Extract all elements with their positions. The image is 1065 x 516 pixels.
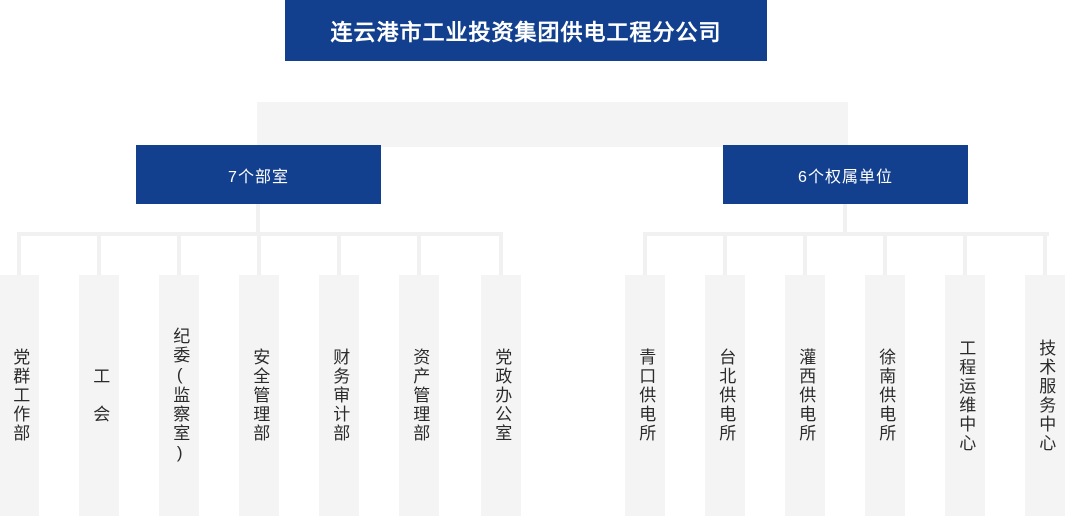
connector-drop-sub-6 <box>1043 232 1047 277</box>
connector-drop-sub-5 <box>963 232 967 277</box>
connector-drop-dept-2 <box>97 232 101 277</box>
leaf-label: 技术服务中心 <box>1036 338 1056 453</box>
connector-drop-dept-5 <box>337 232 341 277</box>
connector-drop-dept-7 <box>499 232 503 277</box>
leaf-node-subsidiary-1[interactable]: 青口供电所 <box>625 275 665 516</box>
connector-drop-sub-2 <box>723 232 727 277</box>
leaf-label: 徐南供电所 <box>876 348 896 443</box>
root-connector-stem <box>523 61 527 103</box>
leaf-node-subsidiary-5[interactable]: 工程运维中心 <box>945 275 985 516</box>
leaf-node-department-1[interactable]: 党群工作部 <box>0 275 39 516</box>
connector-bar-subsidiaries <box>643 232 1049 236</box>
leaf-node-department-7[interactable]: 党政办公室 <box>481 275 521 516</box>
group-node-departments-label: 7个部室 <box>228 168 289 186</box>
leaf-node-department-2[interactable]: 工 会 <box>79 275 119 516</box>
leaf-label: 台北供电所 <box>716 348 736 443</box>
root-node[interactable]: 连云港市工业投资集团供电工程分公司 <box>285 0 767 61</box>
connector-stem-subsidiaries <box>843 204 847 234</box>
root-node-label: 连云港市工业投资集团供电工程分公司 <box>330 19 722 45</box>
connector-drop-dept-1 <box>17 232 21 277</box>
leaf-label: 党群工作部 <box>10 348 30 443</box>
connector-drop-dept-6 <box>417 232 421 277</box>
leaf-label: 财务审计部 <box>330 348 350 443</box>
leaf-label: 工 会 <box>90 367 110 424</box>
connector-drop-dept-3 <box>177 232 181 277</box>
leaf-node-department-6[interactable]: 资产管理部 <box>399 275 439 516</box>
leaf-node-subsidiary-4[interactable]: 徐南供电所 <box>865 275 905 516</box>
group-node-subsidiaries[interactable]: 6个权属单位 <box>723 145 968 204</box>
leaf-label: 资产管理部 <box>410 348 430 443</box>
group-node-departments[interactable]: 7个部室 <box>136 145 381 204</box>
connector-stem-departments <box>256 204 260 234</box>
leaf-label: 灌西供电所 <box>796 348 816 443</box>
leaf-label: 工程运维中心 <box>956 338 976 453</box>
group-node-subsidiaries-label: 6个权属单位 <box>798 168 893 186</box>
leaf-node-subsidiary-2[interactable]: 台北供电所 <box>705 275 745 516</box>
leaf-node-subsidiary-6[interactable]: 技术服务中心 <box>1025 275 1065 516</box>
connector-drop-dept-4 <box>257 232 261 277</box>
leaf-label: 青口供电所 <box>636 348 656 443</box>
connector-drop-sub-4 <box>883 232 887 277</box>
leaf-node-department-4[interactable]: 安全管理部 <box>239 275 279 516</box>
leaf-node-subsidiary-3[interactable]: 灌西供电所 <box>785 275 825 516</box>
leaf-node-department-3[interactable]: 纪委(监察室) <box>159 275 199 516</box>
leaf-label: 纪委(监察室) <box>170 327 190 464</box>
leaf-label: 党政办公室 <box>492 348 512 443</box>
connector-drop-sub-3 <box>803 232 807 277</box>
leaf-label: 安全管理部 <box>250 348 270 443</box>
root-connector-band <box>257 102 848 147</box>
connector-drop-sub-1 <box>643 232 647 277</box>
leaf-node-department-5[interactable]: 财务审计部 <box>319 275 359 516</box>
